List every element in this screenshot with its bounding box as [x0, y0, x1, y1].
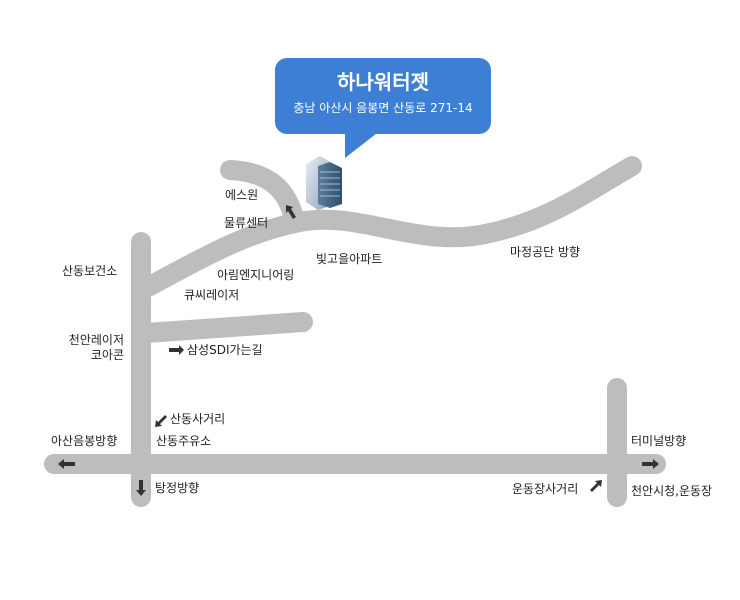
road-samsung-sdi [136, 312, 313, 343]
destination-address: 충남 아산시 음봉면 산동로 271-14 [293, 101, 473, 115]
label-qci-laser: 큐씨레이저 [184, 288, 240, 302]
arrow-right-small-icon [169, 345, 184, 355]
label-arim-engineering: 아림엔지니어링 [217, 268, 295, 282]
label-es-one: 에스원 [225, 188, 259, 202]
arrow-right-icon [642, 459, 659, 469]
office-building-icon [306, 156, 342, 210]
label-samsung-sdi-road: 삼성SDI가는길 [187, 343, 263, 357]
label-sandong-gas-station: 산동주유소 [156, 434, 212, 448]
label-bitgoeul-apartment: 빛고을아파트 [316, 252, 383, 266]
label-sandong-intersection: 산동사거리 [170, 412, 226, 426]
label-coacon: 코아콘 [90, 348, 124, 362]
label-sandong-health-center: 산동보건소 [62, 264, 118, 278]
road-upper-curve [136, 156, 642, 298]
label-cheonan-laser: 천안레이저 [68, 333, 124, 347]
arrow-down-icon [136, 480, 146, 496]
label-tangjeong-direction: 탕정방향 [155, 481, 200, 495]
callout-pointer [345, 130, 381, 158]
label-terminal-direction: 터미널방향 [631, 434, 687, 448]
arrow-up-left-icon [286, 205, 296, 219]
label-logistics-center: 물류센터 [224, 216, 269, 230]
arrow-left-icon [58, 459, 75, 469]
destination-callout: 하나워터젯 충남 아산시 음봉면 산동로 271-14 [275, 58, 491, 134]
arrow-down-left-icon [155, 415, 167, 427]
label-stadium-intersection: 운동장사거리 [512, 482, 579, 496]
label-asan-eumbong-direction: 아산음봉방향 [51, 434, 118, 448]
label-majeong-direction: 마정공단 방향 [510, 245, 581, 259]
destination-name: 하나워터젯 [337, 70, 429, 94]
arrow-up-right-icon [590, 480, 602, 492]
label-cheonan-cityhall: 천안시청,운동장 [631, 484, 713, 498]
